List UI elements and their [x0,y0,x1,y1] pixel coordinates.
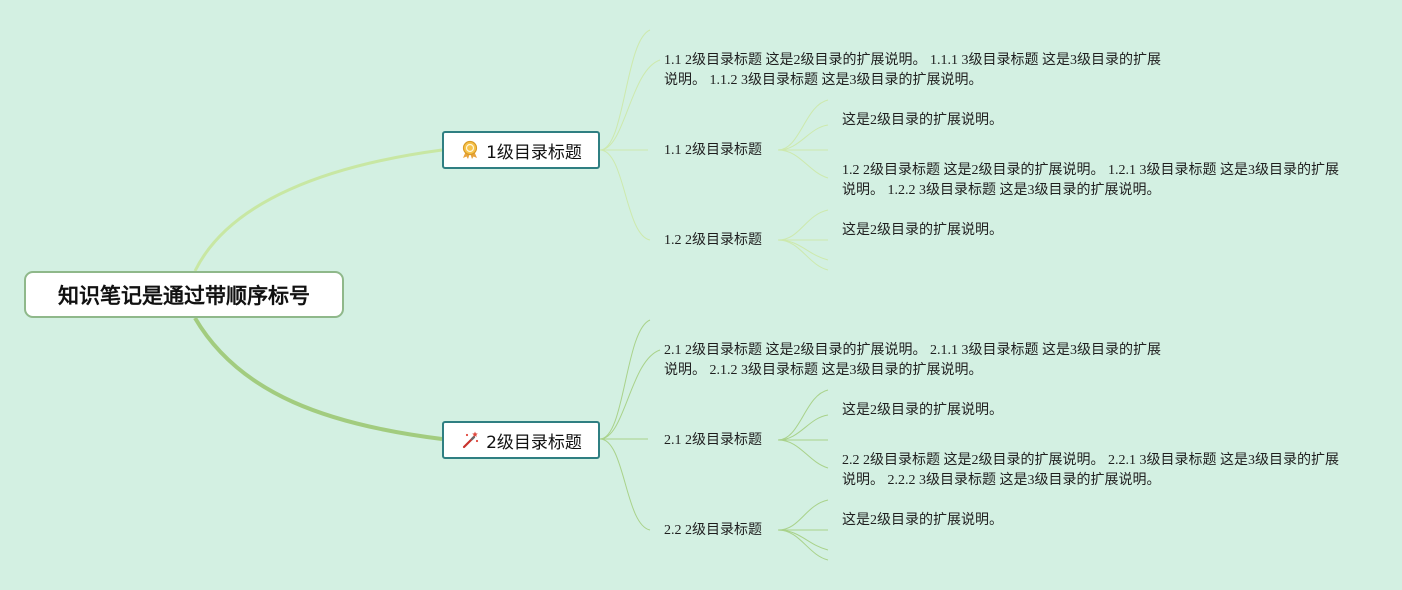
note-1-2-a[interactable]: 这是2级目录的扩展说明。 [842,221,1003,241]
subtopic-1-1[interactable]: 1.1 2级目录标题 [664,143,762,158]
summary-line: 说明。 1.1.2 3级目录标题 这是3级目录的扩展说明。 [664,73,983,88]
branch-topic-1-label: 1级目录标题 [486,142,582,163]
note-line: 这是2级目录的扩展说明。 [842,403,1003,418]
link-root-branch-2 [193,316,443,441]
note-2-1-a[interactable]: 这是2级目录的扩展说明。 [842,401,1003,421]
note-line: 2.2 2级目录标题 这是2级目录的扩展说明。 2.2.1 3级目录标题 这是3… [842,453,1339,468]
subtopic-2-1[interactable]: 2.1 2级目录标题 [664,433,762,448]
summary-line: 1.1 2级目录标题 这是2级目录的扩展说明。 1.1.1 3级目录标题 这是3… [664,53,1161,68]
note-line: 说明。 2.2.2 3级目录标题 这是3级目录的扩展说明。 [842,473,1161,488]
note-line: 这是2级目录的扩展说明。 [842,513,1003,528]
branch-topic-2-label: 2级目录标题 [486,432,582,453]
note-line: 1.2 2级目录标题 这是2级目录的扩展说明。 1.2.1 3级目录标题 这是3… [842,163,1339,178]
note-2-2-a[interactable]: 这是2级目录的扩展说明。 [842,511,1003,531]
branch-topic-2[interactable]: 2级目录标题 [442,421,600,459]
branch-1-summary[interactable]: 1.1 2级目录标题 这是2级目录的扩展说明。 1.1.1 3级目录标题 这是3… [664,51,1161,91]
branch-1-fan [599,29,661,241]
branch-2-summary[interactable]: 2.1 2级目录标题 这是2级目录的扩展说明。 2.1.1 3级目录标题 这是3… [664,341,1161,381]
subtopic-2-2[interactable]: 2.2 2级目录标题 [664,523,762,538]
summary-line: 2.1 2级目录标题 这是2级目录的扩展说明。 2.1.1 3级目录标题 这是3… [664,343,1161,358]
branch-2-fan [599,319,661,531]
subtopic-1-2[interactable]: 1.2 2级目录标题 [664,233,762,248]
note-line: 这是2级目录的扩展说明。 [842,113,1003,128]
child-2-2-fan [777,499,829,561]
child-1-1-fan [777,99,829,179]
branch-topic-1[interactable]: 1级目录标题 [442,131,600,169]
note-1-1-a[interactable]: 这是2级目录的扩展说明。 [842,111,1003,131]
root-topic[interactable]: 知识笔记是通过带顺序标号 [24,271,344,318]
summary-line: 说明。 2.1.2 3级目录标题 这是3级目录的扩展说明。 [664,363,983,378]
award-ribbon-icon [462,140,478,159]
child-2-1-fan [777,389,829,469]
note-2-1-b[interactable]: 2.2 2级目录标题 这是2级目录的扩展说明。 2.2.1 3级目录标题 这是3… [842,451,1339,491]
note-line: 这是2级目录的扩展说明。 [842,223,1003,238]
note-1-1-b[interactable]: 1.2 2级目录标题 这是2级目录的扩展说明。 1.2.1 3级目录标题 这是3… [842,161,1339,201]
magic-wand-icon [462,431,479,449]
link-root-branch-1 [193,148,443,272]
child-1-2-fan [777,209,829,271]
note-line: 说明。 1.2.2 3级目录标题 这是3级目录的扩展说明。 [842,183,1161,198]
